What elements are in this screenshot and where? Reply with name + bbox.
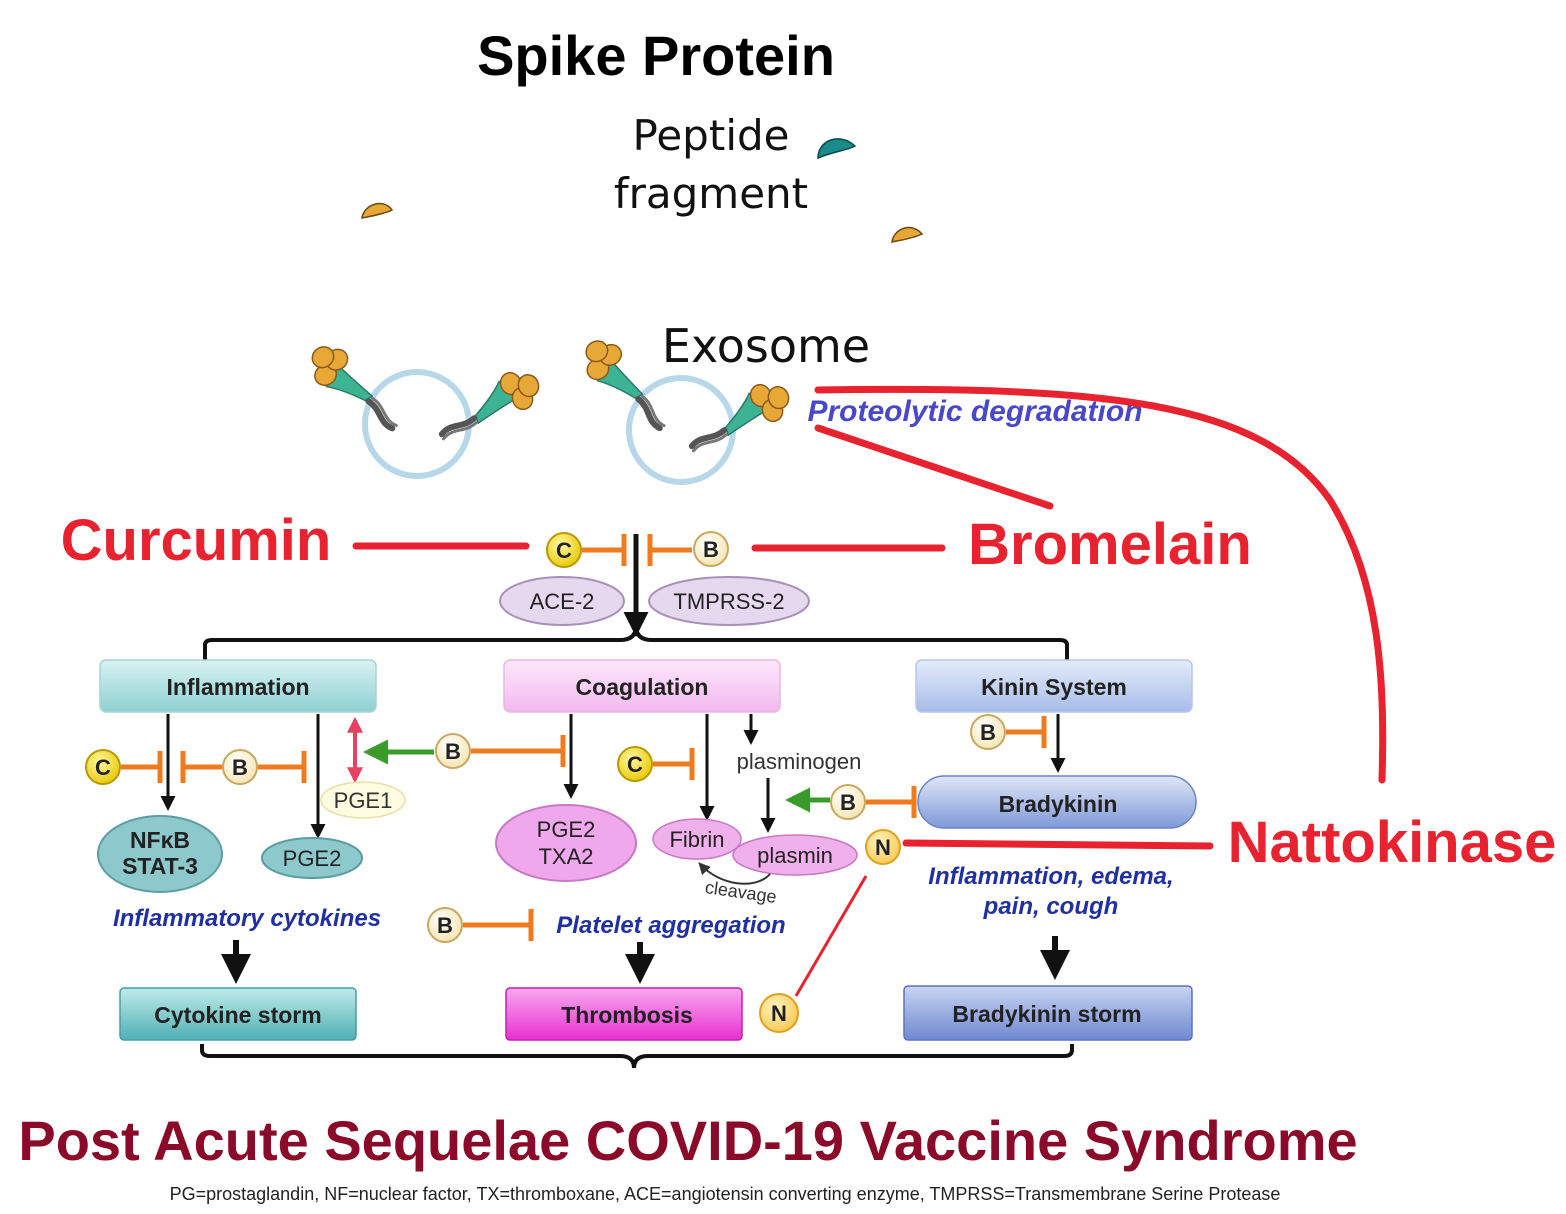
- exosome-icon: [626, 375, 736, 485]
- exosome-label: Exosome: [662, 319, 870, 373]
- nfkb-label: NFκB: [130, 827, 190, 853]
- ace2-label: ACE-2: [530, 589, 595, 614]
- inflammatory-cytokines-label: Inflammatory cytokines: [113, 905, 381, 932]
- nattokinase-badge-label: N: [875, 835, 891, 860]
- bradykinin-node: [917, 775, 1197, 829]
- top-branch-bracket: [203, 625, 1069, 660]
- curcumin-label: Curcumin: [61, 508, 332, 573]
- curcumin-badge-icon: [546, 532, 582, 568]
- bromelain-badge-label: B: [437, 913, 453, 938]
- diagram-title: Spike Protein: [477, 24, 835, 87]
- bromelain-badge-icon: [970, 714, 1006, 750]
- proteolytic-degradation-label: Proteolytic degradation: [807, 395, 1142, 428]
- bromelain-badge-icon: [427, 907, 463, 943]
- plasmin-label: plasmin: [757, 843, 833, 868]
- cytokine-storm-box: [119, 987, 357, 1041]
- tmprss2-label: TMPRSS-2: [673, 589, 784, 614]
- nattokinase-label: Nattokinase: [1228, 810, 1557, 875]
- platelet-aggregation-label: Platelet aggregation: [556, 912, 785, 939]
- spike-protein-icon: [680, 376, 795, 451]
- spike-protein-icon: [430, 364, 545, 439]
- pge1-node: [320, 781, 406, 819]
- cleavage-label: cleavage: [704, 877, 778, 907]
- curcumin-badge-icon: [617, 746, 653, 782]
- curcumin-badge-label: C: [556, 538, 572, 563]
- inflammation-label: Inflammation: [166, 674, 309, 700]
- coagulation-box: [503, 659, 781, 713]
- syndrome-title: Post Acute Sequelae COVID-19 Vaccine Syn…: [18, 1109, 1357, 1172]
- cleavage-arrow: [698, 862, 771, 885]
- spike-protein-icon: [302, 337, 397, 448]
- fibrin-label: Fibrin: [669, 827, 724, 852]
- bradykinin-storm-label: Bradykinin storm: [952, 1001, 1141, 1027]
- nattokinase-badge-icon: [865, 829, 901, 865]
- curcumin-badge-icon: [85, 749, 121, 785]
- nattokinase-badge-label: N: [771, 1001, 787, 1026]
- bromelain-badge-icon: [222, 749, 258, 785]
- bottom-bracket: [200, 1044, 1074, 1069]
- bromelain-badge-label: B: [980, 720, 996, 745]
- nattokinase-badge-icon: [759, 993, 799, 1033]
- inflammation-box: [99, 659, 377, 713]
- curcumin-badge-label: C: [627, 752, 643, 777]
- fibrin-node: [652, 818, 742, 860]
- nattokinase-thrombosis-line: [794, 875, 868, 997]
- plasminogen-label: plasminogen: [737, 749, 862, 774]
- pge2-node: [261, 837, 363, 879]
- bromelain-badge-icon: [435, 733, 471, 769]
- fragment-label: fragment: [614, 169, 808, 218]
- bromelain-badge-label: B: [232, 755, 248, 780]
- bradykinin-storm-box: [903, 985, 1193, 1041]
- thrombosis-box: [505, 987, 743, 1041]
- tmprss2-receptor: [648, 576, 810, 626]
- bradykinin-label: Bradykinin: [999, 791, 1118, 817]
- bromelain-badge-icon: [693, 531, 729, 567]
- pge2-label: PGE2: [283, 846, 342, 871]
- bromelain-exosome-line: [814, 424, 1054, 510]
- peptide-fragment-icon: [361, 202, 394, 219]
- pge2-txa2-node: [495, 804, 637, 882]
- bromelain-label: Bromelain: [968, 512, 1252, 577]
- cytokine-storm-label: Cytokine storm: [154, 1002, 321, 1028]
- bromelain-badge-label: B: [840, 790, 856, 815]
- nattokinase-line: [902, 839, 1214, 850]
- curcumin-badge-label: C: [95, 755, 111, 780]
- kinin-system-box: [915, 659, 1193, 713]
- kinin-system-label: Kinin System: [981, 674, 1127, 700]
- ace2-receptor: [499, 576, 625, 626]
- pge2-txa2-label-1: PGE2: [537, 817, 596, 842]
- abbreviation-footnote: PG=prostaglandin, NF=nuclear factor, TX=…: [170, 1184, 1281, 1204]
- bromelain-badge-label: B: [703, 537, 719, 562]
- inflammation-edema-label-2: pain, cough: [983, 893, 1119, 920]
- nfkb-stat3-node: [97, 815, 223, 893]
- stat3-label: STAT-3: [122, 853, 198, 879]
- pge2-txa2-label-2: TXA2: [538, 844, 593, 869]
- pge1-label: PGE1: [334, 788, 393, 813]
- plasmin-node: [732, 834, 858, 876]
- nattokinase-exosome-line: [814, 385, 1387, 784]
- bromelain-badge-label: B: [445, 739, 461, 764]
- peptide-fragment-icon: [817, 138, 857, 160]
- peptide-label: Peptide: [633, 111, 790, 160]
- thrombosis-label: Thrombosis: [561, 1002, 693, 1028]
- inflammation-edema-label-1: Inflammation, edema,: [928, 863, 1173, 890]
- coagulation-label: Coagulation: [576, 674, 709, 700]
- peptide-fragment-icon: [891, 226, 924, 243]
- bromelain-badge-icon: [830, 784, 866, 820]
